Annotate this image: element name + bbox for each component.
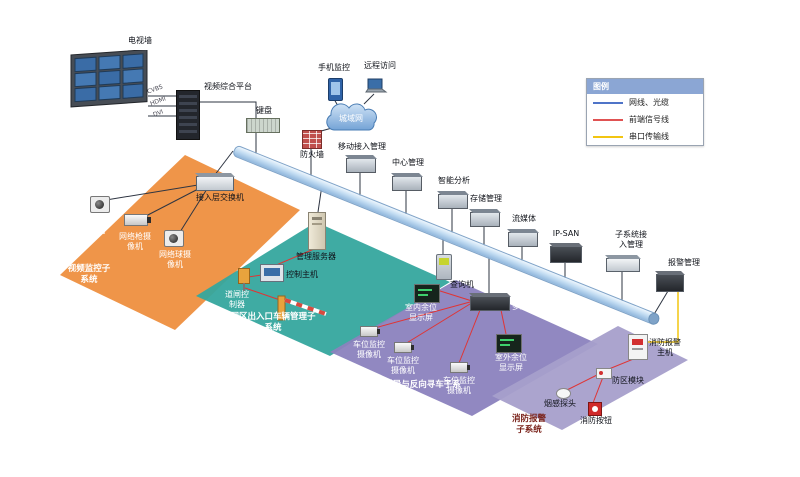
label-alarm-mgmt: 报警管理 xyxy=(668,258,700,267)
label-parking-cam2: 车位监控摄像机 xyxy=(387,356,419,375)
mobile-phone-icon xyxy=(328,78,343,101)
legend-item: 前端信号线 xyxy=(587,111,703,128)
dome-camera-icon xyxy=(90,196,110,213)
label-ipsan: IP-SAN xyxy=(552,229,580,238)
access-switch-icon xyxy=(196,176,234,191)
zone-module-icon xyxy=(596,368,612,379)
label-remote-access: 远程访问 xyxy=(364,61,396,70)
legend-title: 图例 xyxy=(587,79,703,94)
label-zone-module: 防区模块 xyxy=(612,376,644,385)
stream-media-device-icon xyxy=(508,232,538,247)
label-video-platform: 视频综合平台 xyxy=(204,82,252,91)
man-cloud-icon xyxy=(320,100,382,140)
outdoor-display-icon xyxy=(496,334,522,353)
barrier-gate-icon xyxy=(276,292,328,326)
barrier-controller-icon xyxy=(238,268,250,291)
mgmt-server-icon xyxy=(308,212,326,250)
indoor-display-icon xyxy=(414,284,440,303)
gun-camera-icon xyxy=(124,214,151,226)
label-center-mgmt: 中心管理 xyxy=(392,158,424,167)
label-subsystem-access: 子系统接入管理 xyxy=(615,230,647,249)
label-barrier-controller: 道闸控制器 xyxy=(225,290,249,309)
label-query-machine: 查询机 xyxy=(450,280,474,289)
mobile-access-device-icon xyxy=(346,158,376,173)
label-parking-cam1: 车位监控摄像机 xyxy=(353,340,385,359)
label-storage: 存储管理 xyxy=(470,194,502,203)
label-zone-parking: 停车诱导与反向寻车子系统 xyxy=(367,380,461,401)
label-multi-video: 多路视频终端 xyxy=(512,302,560,311)
dome-camera-icon xyxy=(164,230,184,247)
ip-san-device-icon xyxy=(550,246,582,263)
label-access-switch: 接入层交换机 xyxy=(196,193,244,202)
label-zone-video: 视频监控子系统 xyxy=(67,264,111,285)
legend-line-serial xyxy=(593,135,623,138)
control-host-icon xyxy=(260,264,284,282)
center-mgmt-device-icon xyxy=(392,176,422,191)
label-stream: 流媒体 xyxy=(512,214,536,223)
label-fire-button: 消防按钮 xyxy=(580,416,612,425)
keyboard-icon xyxy=(246,118,280,133)
zone-vehicle-management xyxy=(196,222,450,356)
legend-label-serial: 串口传输线 xyxy=(629,132,669,141)
label-zone-fire: 消防报警子系统 xyxy=(511,414,546,435)
label-smoke-detector: 烟感探头 xyxy=(544,399,576,408)
fire-alarm-host-icon xyxy=(628,334,648,360)
legend-label-frontend-signal: 前端信号线 xyxy=(629,115,669,124)
alarm-mgmt-device-icon xyxy=(656,274,684,292)
intelligent-analysis-device-icon xyxy=(438,194,468,209)
label-indoor-display: 室内余位显示屏 xyxy=(405,303,437,322)
label-dome-cam1: 网络球摄像机 xyxy=(81,216,113,235)
label-firewall: 防火墙 xyxy=(300,150,324,159)
laptop-icon xyxy=(364,78,388,98)
smoke-detector-icon xyxy=(556,388,571,399)
label-parking-cam3: 车位监控摄像机 xyxy=(443,376,475,395)
legend-line-frontend-signal xyxy=(593,118,623,121)
label-zone-vehicle: 园区出入口车辆管理子系统 xyxy=(230,312,316,333)
serial-lines xyxy=(647,291,679,343)
tv-wall-icon xyxy=(70,49,150,114)
label-analysis: 智能分析 xyxy=(438,176,470,185)
storage-mgmt-device-icon xyxy=(470,212,500,227)
label-gun-cam: 网络枪摄像机 xyxy=(119,232,151,251)
fire-button-icon xyxy=(588,402,602,416)
multi-video-terminal-icon xyxy=(470,296,510,311)
subsystem-access-switch-icon xyxy=(606,258,640,272)
label-man-cloud: 城域网 xyxy=(339,114,363,123)
label-tv-wall: 电视墙 xyxy=(128,36,152,45)
label-mobile-access: 移动接入管理 xyxy=(338,142,386,151)
label-outdoor-display: 室外余位显示屏 xyxy=(495,353,527,372)
parking-camera-icon xyxy=(394,342,414,353)
legend-label-network: 网线、光缆 xyxy=(629,98,669,107)
query-kiosk-icon xyxy=(436,254,452,280)
label-fire-host: 消防报警主机 xyxy=(649,338,681,357)
firewall-icon xyxy=(302,130,322,149)
label-control-host: 控制主机 xyxy=(286,270,318,279)
video-platform-rack-icon xyxy=(176,90,200,140)
label-dome-cam2: 网络球摄像机 xyxy=(159,250,191,269)
legend-line-network xyxy=(593,101,623,104)
label-mgmt-server: 管理服务器 xyxy=(296,252,336,261)
label-keyboard: 键盘 xyxy=(256,106,272,115)
label-mobile-monitor: 手机监控 xyxy=(318,63,350,72)
parking-camera-icon xyxy=(360,326,380,337)
parking-camera-icon xyxy=(450,362,470,373)
legend: 图例 网线、光缆 前端信号线 串口传输线 xyxy=(586,78,704,146)
legend-item: 网线、光缆 xyxy=(587,94,703,111)
legend-item: 串口传输线 xyxy=(587,128,703,145)
